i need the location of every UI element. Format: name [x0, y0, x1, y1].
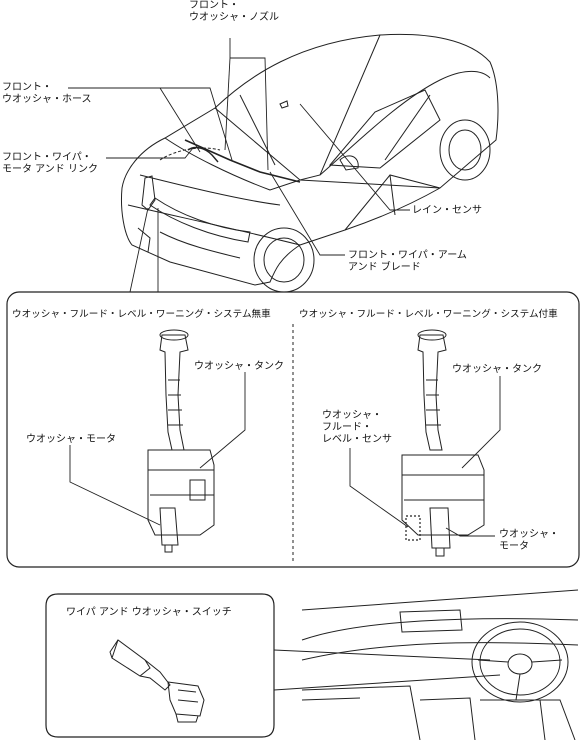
label-washer-tank-left: ウオッシャ・タンク — [194, 361, 284, 372]
switch-callout-frame — [45, 593, 275, 738]
label-washer-tank-right: ウオッシャ・タンク — [452, 364, 542, 375]
label-front-washer-hose: フロント・ ウオッシャ・ホース — [2, 82, 92, 105]
dashboard-illustration — [301, 589, 579, 740]
label-front-wiper-arm-blade: フロント・ワイパ・アーム アンド ブレード — [348, 250, 467, 273]
panel-title-without-warning: ウオッシャ・フルード・レベル・ワーニング・システム無車 — [12, 309, 271, 320]
washer-tank-right-illustration — [401, 329, 485, 557]
label-front-wiper-motor-link: フロント・ワイパ・ モータ アンド リンク — [2, 152, 98, 175]
panel-title-with-warning: ウオッシャ・フルード・レベル・ワーニング・システム付車 — [299, 309, 558, 320]
label-washer-motor-right: ウオッシャ・ モータ — [499, 529, 559, 552]
switch-leader-lines — [273, 649, 501, 691]
car-leader-lines — [68, 38, 410, 293]
label-wiper-washer-switch: ワイパ アンド ウオッシャ・スイッチ — [66, 607, 232, 618]
label-washer-motor-left: ウオッシャ・モータ — [26, 434, 116, 445]
panel-leader-lines — [69, 372, 501, 537]
washer-tank-panel — [6, 291, 580, 568]
label-front-washer-nozzle: フロント・ ウオッシャ・ノズル — [189, 0, 279, 23]
label-rain-sensor: レイン・センサ — [412, 205, 482, 216]
label-fluid-level-sensor: ウオッシャ・ フルード・ レベル・センサ — [322, 410, 392, 445]
wiper-switch-illustration — [109, 639, 205, 723]
washer-tank-left-illustration — [147, 329, 215, 553]
vehicle-illustration — [121, 33, 499, 293]
